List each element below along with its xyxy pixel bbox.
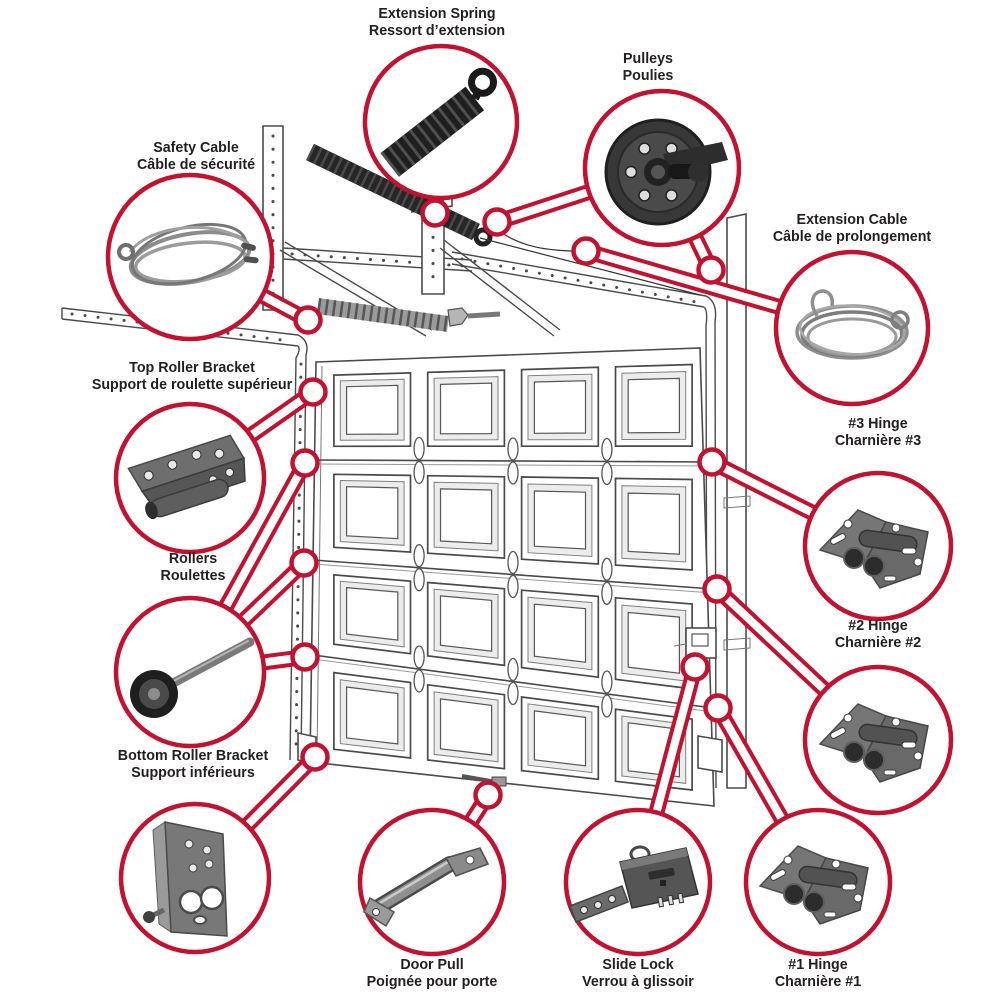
node-roller-3 <box>290 642 320 672</box>
node-extension-spring <box>420 198 450 228</box>
label-extension-spring-en: Extension Spring <box>378 5 496 22</box>
label-hinge-2: #2 Hinge Charnière #2 <box>835 617 921 652</box>
label-top-roller-bracket: Top Roller Bracket Support de roulette s… <box>92 359 292 394</box>
node-hinge-2 <box>702 574 732 604</box>
label-extension-cable-fr: Câble de prolongement <box>772 228 932 246</box>
label-extension-cable: Extension Cable Câble de prolongement <box>773 211 931 246</box>
label-rollers: Rollers Roulettes <box>161 550 226 585</box>
label-slide-lock-fr: Verrou à glissoir <box>582 973 694 991</box>
extension-spring-photo <box>380 67 498 177</box>
slide-lock-photo <box>569 845 699 923</box>
top-roller-bracket-photo <box>127 434 246 520</box>
safety-cable-photo <box>117 222 259 286</box>
pulleys-photo <box>604 118 728 226</box>
node-pulleys-left <box>482 207 512 237</box>
label-hinge-1: #1 Hinge Charnière #1 <box>775 956 861 991</box>
label-bottom-roller-bracket-fr: Support inférieurs <box>131 764 255 782</box>
label-safety-cable-fr: Câble de sécurité <box>136 156 256 174</box>
label-top-roller-bracket-fr: Support de roulette supérieur <box>91 376 293 394</box>
label-extension-spring: Extension Spring Ressort d’extension <box>369 5 505 40</box>
node-roller-1 <box>290 448 320 478</box>
node-extension-cable <box>571 236 601 266</box>
label-door-pull-fr: Poignée pour porte <box>366 973 498 991</box>
part-illustrations <box>117 67 929 937</box>
label-extension-spring-fr: Ressort d’extension <box>368 22 506 40</box>
garage-door-line-art <box>61 125 751 807</box>
node-roller-2 <box>289 548 319 578</box>
label-slide-lock: Slide Lock Verrou à glissoir <box>582 956 694 991</box>
label-extension-cable-en: Extension Cable <box>796 211 908 228</box>
label-top-roller-bracket-en: Top Roller Bracket <box>129 359 255 376</box>
label-pulleys: Pulleys Poulies <box>623 50 674 85</box>
label-pulleys-fr: Poulies <box>622 67 674 85</box>
label-bottom-roller-bracket-en: Bottom Roller Bracket <box>117 747 269 764</box>
label-hinge-3-fr: Charnière #3 <box>834 432 922 450</box>
label-hinge-2-fr: Charnière #2 <box>834 634 922 652</box>
label-door-pull-en: Door Pull <box>400 956 464 973</box>
label-hinge-3-en: #3 Hinge <box>848 415 908 432</box>
label-hinge-3: #3 Hinge Charnière #3 <box>835 415 921 450</box>
callout-circle-extension-cable <box>773 249 931 407</box>
label-slide-lock-en: Slide Lock <box>602 956 674 973</box>
node-safety-cable <box>293 305 323 335</box>
node-pulleys-right <box>696 255 726 285</box>
label-rollers-en: Rollers <box>168 550 218 567</box>
node-slide-lock <box>680 652 710 682</box>
label-hinge-1-fr: Charnière #1 <box>774 973 862 991</box>
node-door-pull <box>473 780 503 810</box>
extension-cable-photo <box>795 289 910 360</box>
node-top-roller-bracket <box>298 377 328 407</box>
node-hinge-3 <box>697 447 727 477</box>
label-bottom-roller-bracket: Bottom Roller Bracket Support inférieurs <box>118 747 268 782</box>
node-hinge-1 <box>703 693 733 723</box>
label-safety-cable: Safety Cable Câble de sécurité <box>137 139 255 174</box>
callout-nodes <box>289 198 733 810</box>
label-rollers-fr: Roulettes <box>160 567 226 585</box>
door-pull-photo <box>363 847 490 928</box>
callout-circle-safety-cable <box>105 172 275 342</box>
label-pulleys-en: Pulleys <box>623 50 673 67</box>
node-bottom-roller-bracket <box>300 742 330 772</box>
label-door-pull: Door Pull Poignée pour porte <box>367 956 498 991</box>
label-hinge-2-en: #2 Hinge <box>848 617 908 634</box>
bottom-roller-bracket-photo <box>143 821 228 937</box>
label-safety-cable-en: Safety Cable <box>153 139 239 156</box>
rollers-photo <box>130 637 255 718</box>
label-hinge-1-en: #1 Hinge <box>788 956 848 973</box>
